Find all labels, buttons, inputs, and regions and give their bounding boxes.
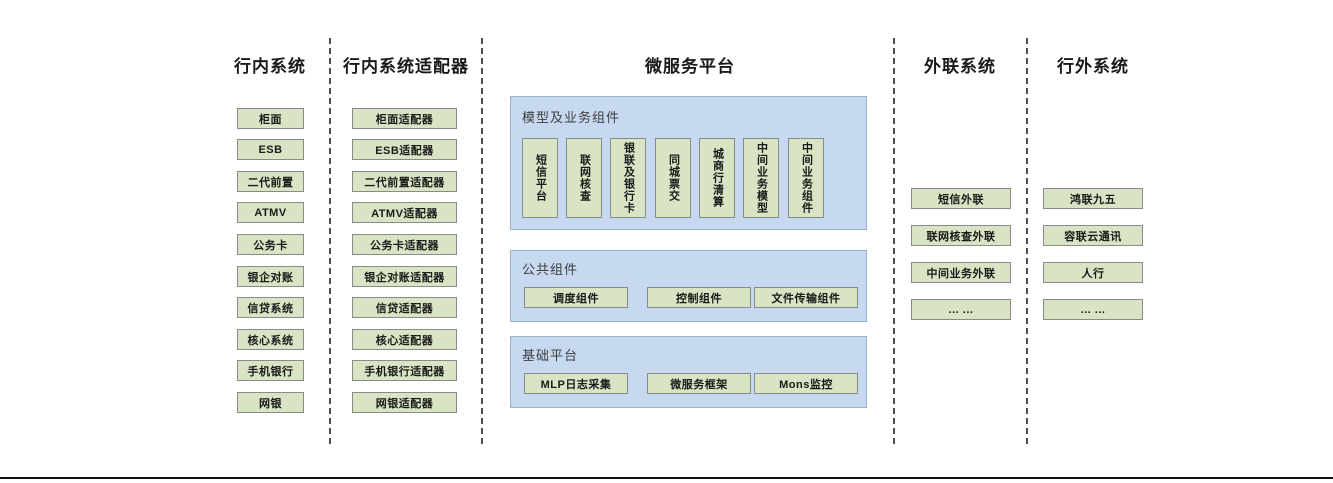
column-title-microservice-platform: 微服务平台 (645, 57, 735, 76)
model-component-box[interactable]: 中间业务组件 (788, 138, 824, 218)
external-liaison-box[interactable]: 短信外联 (911, 188, 1011, 209)
column-divider-4 (1026, 38, 1028, 444)
internal-adapter-box[interactable]: 公务卡适配器 (352, 234, 457, 255)
external-liaison-box[interactable]: ... ... (911, 299, 1011, 320)
base-platform-box[interactable]: 微服务框架 (647, 373, 751, 394)
column-title-internal-systems: 行内系统 (234, 57, 306, 76)
internal-system-box[interactable]: 公务卡 (237, 234, 304, 255)
panel-title-model-business-components: 模型及业务组件 (522, 110, 621, 125)
internal-adapter-box[interactable]: 二代前置适配器 (352, 171, 457, 192)
internal-system-box[interactable]: 银企对账 (237, 266, 304, 287)
external-liaison-box[interactable]: 中间业务外联 (911, 262, 1011, 283)
model-component-label: 中间业务组件 (800, 142, 813, 214)
external-liaison-box[interactable]: 联网核查外联 (911, 225, 1011, 246)
internal-system-box[interactable]: 二代前置 (237, 171, 304, 192)
internal-system-box[interactable]: 柜面 (237, 108, 304, 129)
outside-bank-box[interactable]: 容联云通讯 (1043, 225, 1143, 246)
panel-title-public-components: 公共组件 (522, 262, 579, 277)
panel-base-platform (510, 336, 867, 408)
bottom-divider (0, 477, 1333, 479)
public-component-box[interactable]: 文件传输组件 (754, 287, 858, 308)
internal-adapter-box[interactable]: 核心适配器 (352, 329, 457, 350)
internal-adapter-box[interactable]: ESB适配器 (352, 139, 457, 160)
column-divider-1 (329, 38, 331, 444)
column-divider-3 (893, 38, 895, 444)
model-component-box[interactable]: 中间业务模型 (743, 138, 779, 218)
column-title-internal-adapters: 行内系统适配器 (343, 57, 469, 76)
internal-system-box[interactable]: ATMV (237, 202, 304, 223)
internal-adapter-box[interactable]: 网银适配器 (352, 392, 457, 413)
internal-adapter-box[interactable]: 手机银行适配器 (352, 360, 457, 381)
internal-system-box[interactable]: 手机银行 (237, 360, 304, 381)
model-component-box[interactable]: 银联及银行卡 (610, 138, 646, 218)
internal-system-box[interactable]: ESB (237, 139, 304, 160)
internal-system-box[interactable]: 信贷系统 (237, 297, 304, 318)
public-component-box[interactable]: 调度组件 (524, 287, 628, 308)
outside-bank-box[interactable]: 鸿联九五 (1043, 188, 1143, 209)
model-component-box[interactable]: 联网核查 (566, 138, 602, 218)
model-component-label: 联网核查 (578, 154, 591, 202)
base-platform-box[interactable]: Mons监控 (754, 373, 858, 394)
outside-bank-box[interactable]: ... ... (1043, 299, 1143, 320)
model-component-label: 同城票交 (667, 154, 680, 202)
outside-bank-box[interactable]: 人行 (1043, 262, 1143, 283)
internal-system-box[interactable]: 网银 (237, 392, 304, 413)
model-component-label: 短信平台 (534, 154, 547, 202)
internal-adapter-box[interactable]: 柜面适配器 (352, 108, 457, 129)
base-platform-box[interactable]: MLP日志采集 (524, 373, 628, 394)
model-component-box[interactable]: 城商行清算 (699, 138, 735, 218)
internal-adapter-box[interactable]: 信贷适配器 (352, 297, 457, 318)
internal-system-box[interactable]: 核心系统 (237, 329, 304, 350)
panel-title-base-platform: 基础平台 (522, 348, 579, 363)
column-title-external-liaison: 外联系统 (924, 57, 996, 76)
public-component-box[interactable]: 控制组件 (647, 287, 751, 308)
internal-adapter-box[interactable]: ATMV适配器 (352, 202, 457, 223)
model-component-label: 银联及银行卡 (622, 142, 635, 214)
internal-adapter-box[interactable]: 银企对账适配器 (352, 266, 457, 287)
model-component-label: 中间业务模型 (755, 142, 768, 214)
column-divider-2 (481, 38, 483, 444)
model-component-box[interactable]: 短信平台 (522, 138, 558, 218)
model-component-label: 城商行清算 (711, 148, 724, 208)
model-component-box[interactable]: 同城票交 (655, 138, 691, 218)
panel-public-components (510, 250, 867, 322)
column-title-outside-bank: 行外系统 (1057, 57, 1129, 76)
